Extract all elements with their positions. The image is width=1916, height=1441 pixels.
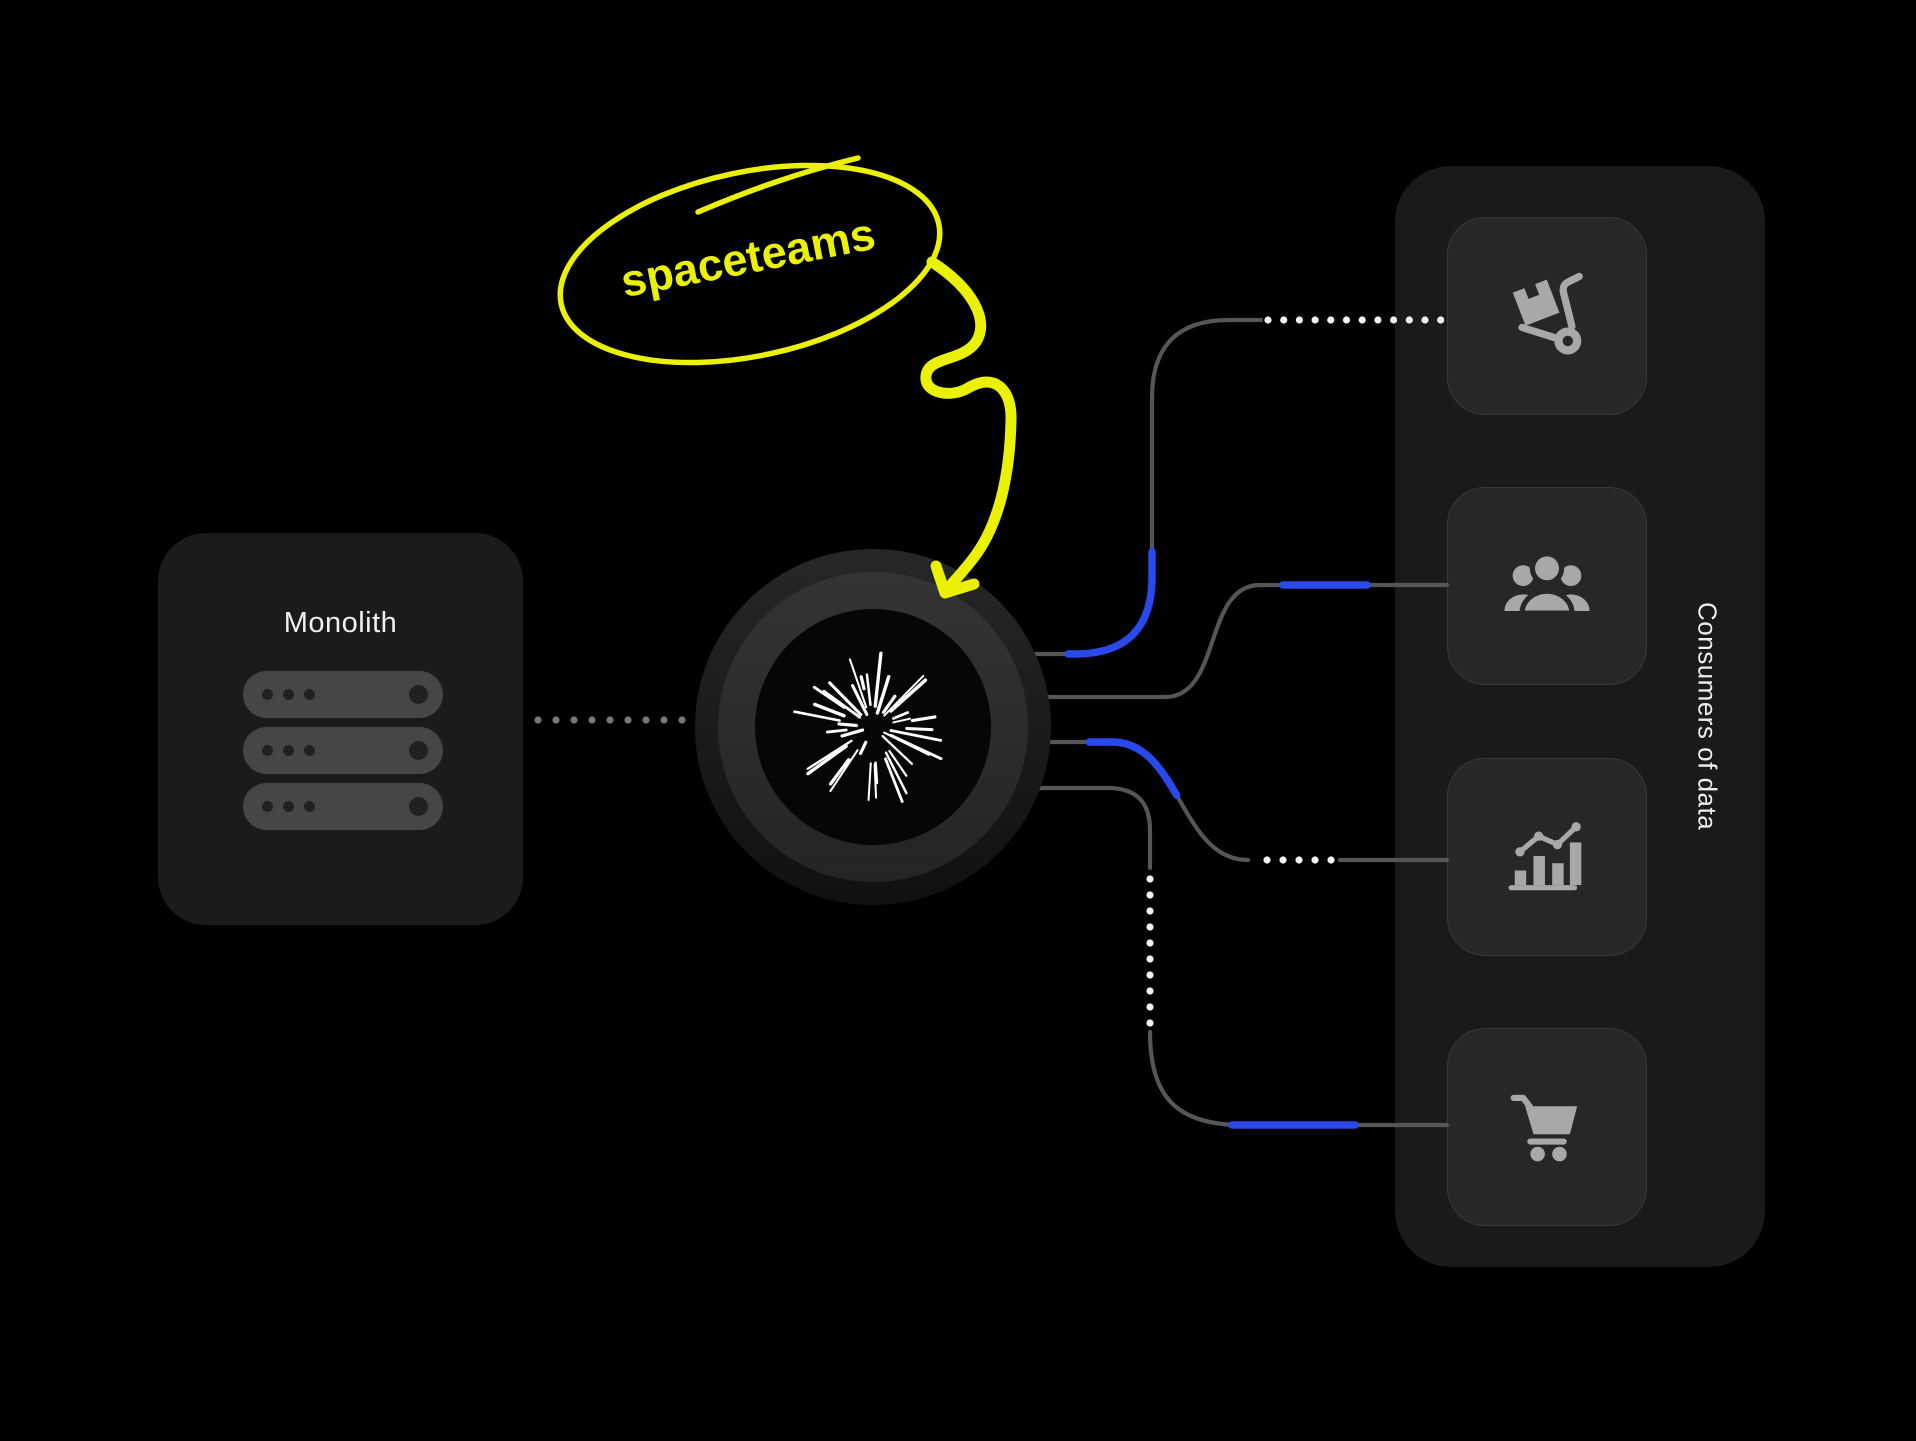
hub-ring [718,572,1028,882]
wire-4 [870,785,1153,871]
monolith-box: Monolith [158,533,523,925]
card-commerce [1447,1028,1647,1226]
wire-2 [870,582,1450,700]
annotation-ellipse [557,162,943,366]
server-bar [243,727,443,774]
annotation-overshoot [695,155,861,215]
shopping-cart-icon [1510,1094,1578,1162]
consumers-title: Consumers of data [1692,602,1723,831]
hand-truck-icon [1512,272,1583,355]
dotted-segments [534,316,1445,1027]
people-group-icon [1504,551,1590,616]
wire-3-blue-segment [869,738,1252,864]
annotation-arrow [920,256,1017,597]
hub-core [755,609,991,845]
server-stack-icon [243,671,443,839]
consumers-panel: Consumers of data [1395,166,1765,1267]
starburst-icon [793,651,943,803]
bar-chart-icon [1508,822,1582,891]
card-analytics [1447,758,1647,956]
annotation-arrowhead [930,560,980,599]
hub-circle [695,549,1051,905]
monolith-label: Monolith [283,607,398,639]
server-bar [243,783,443,830]
server-bar [243,671,443,718]
wire-1-blue-segment [869,316,1265,658]
card-people [1447,487,1647,685]
card-logistics [1447,217,1647,415]
